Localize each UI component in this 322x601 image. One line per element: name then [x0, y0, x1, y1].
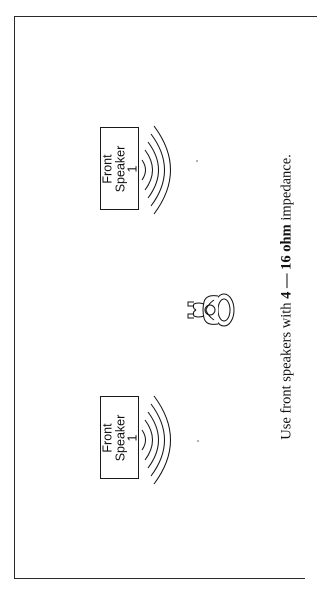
- sound-waves-icon: [141, 395, 171, 485]
- scan-speck: [196, 160, 198, 162]
- caption-prefix: Use front speakers with: [278, 298, 295, 440]
- caption-suffix: impedance.: [278, 154, 295, 225]
- sound-waves-icon: [141, 125, 171, 215]
- front-speaker-lower: Front Speaker 1: [100, 396, 139, 479]
- speaker-label: Front Speaker 1: [99, 414, 139, 461]
- diagram-frame: [5, 0, 315, 601]
- left-rule: [14, 16, 15, 579]
- bottom-rule: [15, 578, 305, 579]
- impedance-range: 4 — 16 ohm: [278, 224, 295, 299]
- listener-icon: [187, 293, 235, 327]
- top-rule: [14, 16, 317, 17]
- speaker-label: Front Speaker 1: [99, 145, 139, 192]
- impedance-caption: Use front speakers with 4 — 16 ohm imped…: [279, 107, 296, 487]
- front-speaker-upper: Front Speaker 1: [100, 127, 139, 210]
- scan-speck: [197, 440, 199, 442]
